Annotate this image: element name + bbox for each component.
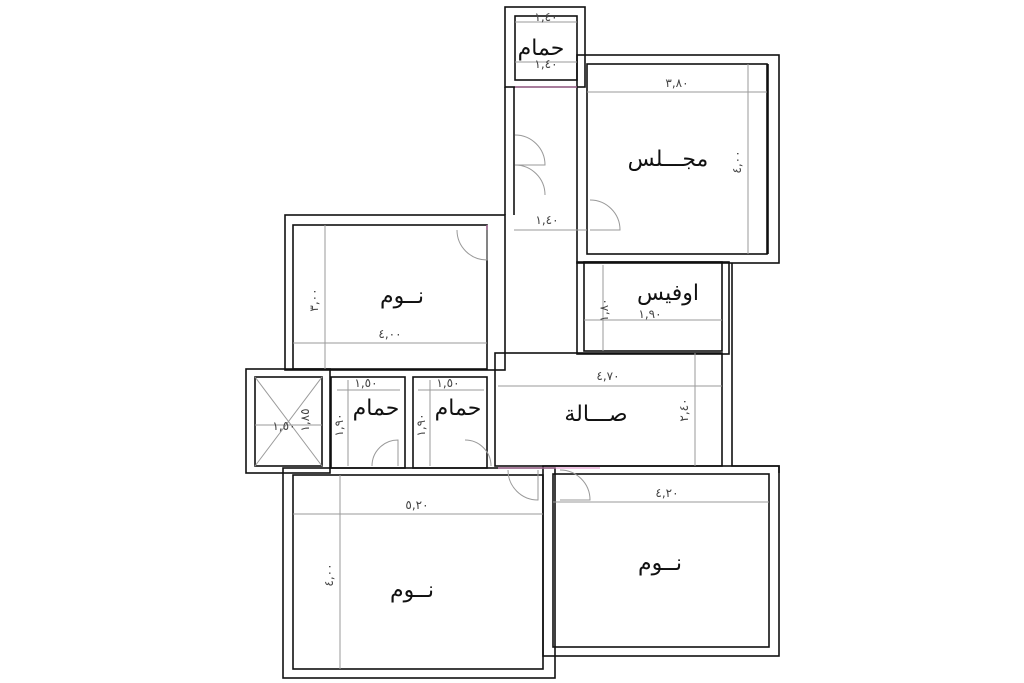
dim-corridor-width: ١,٤٠ bbox=[535, 213, 558, 227]
room-label-bedroom-2: نــوم bbox=[390, 578, 434, 603]
right-exterior-wall bbox=[731, 263, 780, 473]
dim-hall-width: ٤,٧٠ bbox=[596, 369, 619, 383]
door-swing-bath-left bbox=[371, 439, 399, 467]
majlis-outer-wall bbox=[576, 54, 780, 264]
shaft-diagonal-2 bbox=[254, 376, 323, 467]
door-swing-bedroom2 bbox=[507, 469, 539, 501]
dim-office-width: ١,٩٠ bbox=[638, 307, 661, 321]
shaft-outer-wall bbox=[245, 368, 331, 474]
dim-bedroom3-width: ٤,٢٠ bbox=[655, 486, 678, 500]
dim-bath-left-height: ١,٩٠ bbox=[332, 413, 346, 436]
door-swing-bedroom1 bbox=[456, 229, 488, 261]
shaft-inner-wall bbox=[254, 376, 323, 467]
shaft-cross bbox=[254, 376, 323, 467]
majlis-inner-wall bbox=[586, 63, 768, 255]
dim-majlis-width: ٣,٨٠ bbox=[665, 76, 688, 90]
doors bbox=[371, 134, 621, 501]
dim-bath-top-width: ١,٤٠ bbox=[534, 10, 557, 24]
room-labels: حمام مجـــلس نــوم اوفيس حمام حمام صـــا… bbox=[353, 36, 709, 603]
dim-bedroom2-height: ٤,٠٠ bbox=[322, 563, 336, 586]
room-label-bedroom-3: نــوم bbox=[638, 551, 682, 576]
bedroom-1-outer-wall bbox=[284, 214, 506, 371]
dimension-labels: ١,٤٠ ١,٤٠ ٣,٨٠ ٤,٠٠ ١,٤٠ ٣,٠٠ ٤,٠٠ ١,٨٠ … bbox=[272, 10, 744, 587]
door-swing-majlis bbox=[589, 199, 621, 231]
room-label-bedroom-1: نــوم bbox=[380, 284, 424, 309]
dim-office-height: ١,٨٠ bbox=[597, 298, 611, 321]
bath-top-inner-wall bbox=[514, 15, 578, 81]
door-swing-bath-right bbox=[464, 439, 492, 467]
dim-bath-left-width: ١,٥٠ bbox=[354, 376, 377, 390]
dim-bath-right-height: ١,٩٠ bbox=[414, 413, 428, 436]
door-swing-corridor-2 bbox=[514, 164, 546, 196]
room-label-bath-left: حمام bbox=[353, 396, 400, 421]
dim-bath-right-width: ١,٥٠ bbox=[436, 376, 459, 390]
door-swing-bedroom3 bbox=[559, 469, 591, 501]
room-label-bath-right: حمام bbox=[435, 396, 482, 421]
bedroom-3-inner-wall bbox=[552, 473, 770, 648]
room-label-office: اوفيس bbox=[637, 281, 699, 306]
dim-bedroom1-height: ٣,٠٠ bbox=[307, 288, 321, 311]
walls bbox=[245, 6, 780, 679]
dim-bedroom1-width: ٤,٠٠ bbox=[378, 327, 401, 341]
room-label-bath-top: حمام bbox=[518, 36, 565, 61]
door-swing-corridor bbox=[514, 134, 546, 166]
dim-hall-height: ٢,٤٠ bbox=[677, 398, 691, 421]
office-inner-wall bbox=[583, 261, 723, 352]
bedroom-1-inner-wall bbox=[292, 224, 488, 370]
dim-shaft-a: ١,٥٠ bbox=[272, 419, 295, 433]
dim-bedroom2-width: ٥,٢٠ bbox=[405, 498, 428, 512]
dim-majlis-height: ٤,٠٠ bbox=[730, 150, 744, 173]
bedroom-3-outer-wall bbox=[542, 465, 780, 657]
dimension-lines bbox=[255, 21, 769, 669]
room-label-hall: صـــالة bbox=[564, 402, 627, 427]
bedroom-2-outer-wall bbox=[282, 467, 556, 679]
room-label-majlis: مجـــلس bbox=[628, 147, 709, 172]
dim-bath-top-inner: ١,٤٠ bbox=[534, 57, 557, 71]
dim-shaft-b: ١,٨٥ bbox=[298, 408, 312, 431]
